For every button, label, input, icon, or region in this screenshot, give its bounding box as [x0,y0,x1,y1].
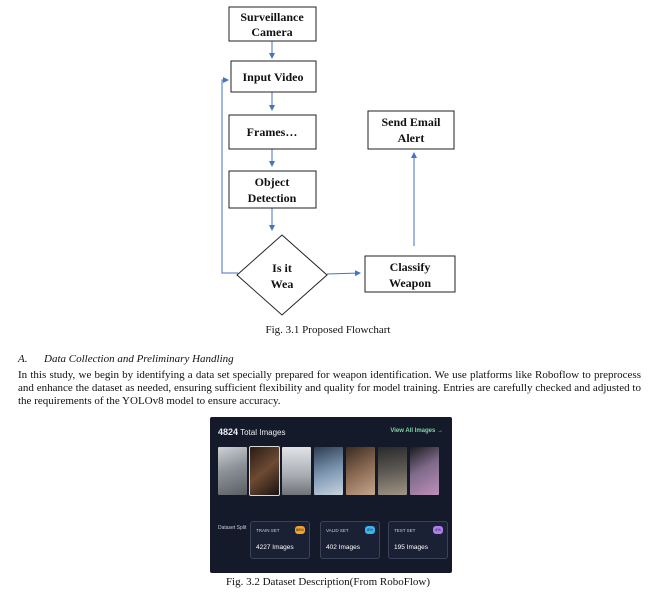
valid-set-label: VALID SET [326,528,349,533]
figure-caption-dataset: Fig. 3.2 Dataset Description(From RoboFl… [225,576,431,588]
train-set-count: 4227 Images [256,544,294,551]
flow-arrows [221,41,417,277]
train-set-card[interactable]: TRAIN SET 88% 4227 Images [250,521,310,559]
dataset-thumbnail[interactable] [249,446,280,496]
node-object-detection: Object Detection [228,170,317,209]
svg-text:Input Video: Input Video [242,70,303,84]
section-heading: A. Data Collection and Preliminary Handli… [18,353,234,365]
valid-set-count: 402 Images [326,544,360,551]
node-frames: Frames… [228,114,317,150]
node-surveillance-camera: Surveillance Camera [228,6,317,42]
dataset-split-label: Dataset Split [218,525,247,531]
svg-text:Surveillance: Surveillance [240,10,304,24]
node-classify-weapon: Classify Weapon [364,255,456,293]
svg-text:Object: Object [255,175,290,189]
dataset-thumbnail[interactable] [218,447,247,495]
section-body: In this study, we begin by identifying a… [18,369,641,407]
train-set-label: TRAIN SET [256,528,280,533]
dataset-thumbnail[interactable] [314,447,343,495]
view-all-images-link[interactable]: View All Images → [390,428,443,434]
svg-text:Detection: Detection [248,191,297,205]
image-thumbnail-strip [218,446,439,496]
svg-text:Alert: Alert [398,131,425,145]
svg-text:Wea: Wea [271,277,294,291]
svg-text:Send Email: Send Email [381,115,441,129]
roboflow-dataset-screenshot: 4824 Total Images View All Images → Data… [210,417,452,573]
figure-caption-flowchart: Fig. 3.1 Proposed Flowchart [265,324,391,336]
svg-text:Is it: Is it [272,261,292,275]
dataset-thumbnail[interactable] [410,447,439,495]
dataset-thumbnail[interactable] [378,447,407,495]
svg-text:Camera: Camera [251,25,292,39]
svg-text:Classify: Classify [390,260,431,274]
section-number: A. [18,353,28,365]
dataset-thumbnail[interactable] [346,447,375,495]
node-send-email-alert: Send Email Alert [367,110,455,150]
total-images-label: Total Images [240,428,286,437]
test-set-card[interactable]: TEST SET 4% 195 Images [388,521,448,559]
total-images-count: 4824 [218,427,239,437]
dataset-thumbnail[interactable] [282,447,311,495]
valid-set-card[interactable]: VALID SET 8% 402 Images [320,521,380,559]
total-images-heading: 4824 Total Images [218,427,285,437]
test-set-label: TEST SET [394,528,416,533]
test-set-percent-badge: 4% [433,526,443,534]
valid-set-percent-badge: 8% [365,526,375,534]
node-is-weapon-decision: Is it Wea [236,234,328,316]
train-set-percent-badge: 88% [295,526,305,534]
svg-text:Weapon: Weapon [389,276,431,290]
test-set-count: 195 Images [394,544,428,551]
svg-text:Frames…: Frames… [247,125,298,139]
section-title: Data Collection and Preliminary Handling [44,353,234,365]
node-input-video: Input Video [230,60,317,93]
proposed-flowchart: Surveillance Camera Input Video Frames… … [221,6,456,316]
